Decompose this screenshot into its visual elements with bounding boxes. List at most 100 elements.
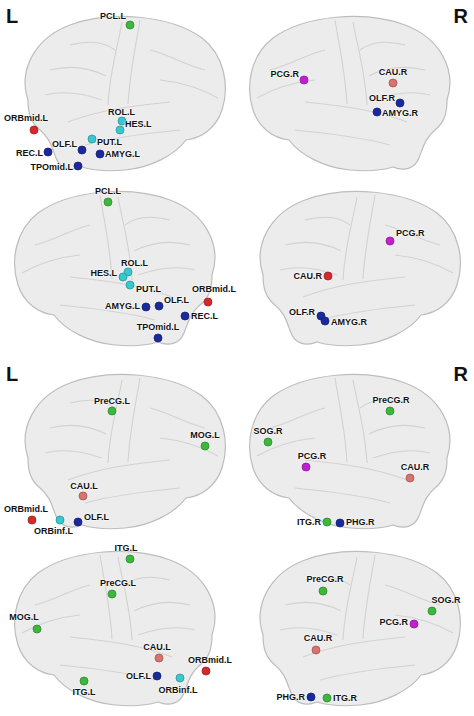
region-dot bbox=[302, 463, 310, 471]
region-dot bbox=[96, 150, 104, 158]
region-label: MOG.L bbox=[190, 430, 220, 441]
region-label: REC.L bbox=[191, 311, 218, 322]
brain-view bbox=[250, 16, 450, 170]
region-label: PreCG.R bbox=[306, 574, 343, 585]
region-label: ITG.L bbox=[115, 543, 138, 554]
region-label: PCG.R bbox=[298, 451, 327, 462]
region-label: PreCG.R bbox=[372, 395, 409, 406]
region-dot bbox=[56, 516, 64, 524]
region-label: HES.L bbox=[90, 268, 117, 279]
region-label: ORBmid.L bbox=[188, 655, 232, 666]
region-label: SOG.R bbox=[431, 595, 460, 606]
region-dot bbox=[323, 518, 331, 526]
region-label: SOG.R bbox=[253, 426, 282, 437]
region-dot bbox=[410, 620, 418, 628]
region-dot bbox=[373, 108, 381, 116]
region-label: ROL.L bbox=[121, 258, 148, 269]
hemisphere-label: R bbox=[454, 5, 468, 27]
region-label: ORBinf.L bbox=[159, 685, 198, 696]
brain-view bbox=[15, 551, 215, 705]
region-dot bbox=[119, 273, 127, 281]
region-label: TPOmid.L bbox=[137, 322, 180, 333]
region-label: PCL.L bbox=[100, 11, 126, 22]
region-label: AMYG.R bbox=[382, 108, 418, 119]
region-label: TPOmid.L bbox=[31, 162, 74, 173]
region-label: PCG.R bbox=[270, 69, 299, 80]
region-label: CAU.L bbox=[70, 481, 98, 492]
region-dot bbox=[126, 555, 134, 563]
region-dot bbox=[33, 625, 41, 633]
region-dot bbox=[44, 148, 52, 156]
region-label: ITG.L bbox=[73, 687, 96, 698]
region-label: OLF.L bbox=[52, 139, 77, 150]
brain-view bbox=[25, 16, 225, 170]
region-dot bbox=[386, 237, 394, 245]
region-label: OLF.R bbox=[369, 93, 395, 104]
region-dot bbox=[104, 198, 112, 206]
region-dot bbox=[204, 298, 212, 306]
brain-view bbox=[15, 191, 215, 345]
region-label: PCG.R bbox=[396, 228, 425, 239]
region-label: ITG.R bbox=[297, 517, 321, 528]
region-label: OLF.L bbox=[84, 512, 109, 523]
region-label: AMYG.L bbox=[105, 149, 140, 160]
region-dot bbox=[108, 590, 116, 598]
region-dot bbox=[300, 76, 308, 84]
region-dot bbox=[126, 281, 134, 289]
region-dot bbox=[116, 126, 124, 134]
hemisphere-label: L bbox=[6, 363, 18, 385]
region-label: OLF.L bbox=[164, 295, 189, 306]
region-dot bbox=[118, 117, 126, 125]
region-label: CAU.R bbox=[294, 271, 323, 282]
region-dot bbox=[80, 677, 88, 685]
region-label: ORBmid.L bbox=[4, 504, 48, 515]
region-label: PHG.R bbox=[346, 517, 375, 528]
region-dot bbox=[155, 302, 163, 310]
region-dot bbox=[406, 474, 414, 482]
region-dot bbox=[88, 135, 96, 143]
region-dot bbox=[28, 516, 36, 524]
region-label: OLF.L bbox=[126, 671, 151, 682]
region-dot bbox=[428, 607, 436, 615]
region-dot bbox=[202, 667, 210, 675]
region-label: PUT.L bbox=[136, 284, 161, 295]
region-dot bbox=[142, 303, 150, 311]
region-dot bbox=[307, 693, 315, 701]
hemisphere-label: R bbox=[454, 363, 468, 385]
region-dot bbox=[386, 407, 394, 415]
region-dot bbox=[201, 442, 209, 450]
region-label: OLF.R bbox=[289, 307, 315, 318]
brain-view bbox=[250, 374, 450, 528]
region-label: ITG.R bbox=[333, 693, 357, 704]
region-label: MOG.L bbox=[9, 612, 39, 623]
region-label: ORBinf.L bbox=[34, 526, 73, 537]
region-dot bbox=[154, 334, 162, 342]
region-dot bbox=[78, 146, 86, 154]
region-label: AMYG.L bbox=[105, 301, 140, 312]
brain-view bbox=[260, 551, 460, 705]
region-dot bbox=[324, 272, 332, 280]
brain-view bbox=[25, 374, 225, 528]
region-dot bbox=[108, 407, 116, 415]
region-label: PCL.L bbox=[95, 186, 121, 197]
region-dot bbox=[74, 162, 82, 170]
region-dot bbox=[396, 99, 404, 107]
region-label: REC.L bbox=[16, 148, 43, 159]
region-dot bbox=[176, 674, 184, 682]
region-label: PUT.L bbox=[97, 137, 122, 148]
region-label: CAU.R bbox=[304, 633, 333, 644]
region-label: CAU.R bbox=[401, 462, 430, 473]
region-label: ROL.L bbox=[108, 107, 135, 118]
region-label: AMYG.R bbox=[331, 317, 367, 328]
region-dot bbox=[264, 438, 272, 446]
region-dot bbox=[323, 694, 331, 702]
region-label: PHG.R bbox=[276, 692, 305, 703]
region-dot bbox=[389, 79, 397, 87]
region-dot bbox=[181, 312, 189, 320]
hemisphere-label: L bbox=[6, 5, 18, 27]
region-label: ORBmid.L bbox=[192, 284, 236, 295]
region-dot bbox=[312, 646, 320, 654]
region-dot bbox=[321, 317, 329, 325]
brain-view bbox=[260, 191, 460, 345]
